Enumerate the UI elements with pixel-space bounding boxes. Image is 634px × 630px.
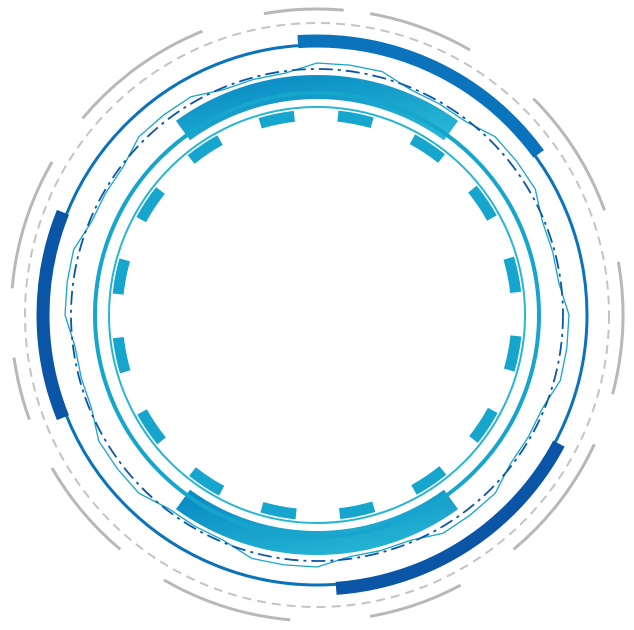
blue-thick-arc-top-right [297,34,544,158]
outer-gray-arc [81,29,203,120]
inner-segment [338,501,376,520]
inner-segment [189,467,225,496]
outer-gray-arc [10,161,54,289]
cyan-ring-outer [93,91,541,539]
inner-segment [258,110,296,129]
inner-segment [503,256,522,294]
outer-gray-arc [50,467,122,551]
blue-thick-arc-left [36,209,69,421]
cyan-ring-inner [108,106,526,524]
outer-gray-arc [512,443,596,551]
outer-gray-arc [369,583,462,618]
circuit-outline [64,62,570,568]
outer-gray-arc [12,357,31,421]
dash-dot-ring [70,68,564,562]
blue-thick-arc-bottom-right [335,440,565,595]
inner-segment [136,187,165,223]
cyan-thick-arc-top [175,75,459,141]
cyan-thick-arc-bottom [175,489,459,555]
inner-segment [187,135,223,164]
inner-segment [411,466,447,495]
inner-segment [112,258,131,295]
inner-segment [409,134,445,163]
blue-main-ring [45,43,589,587]
outer-gray-arc [163,578,291,622]
gray-dashed-ring [24,22,610,608]
inner-segment [112,336,131,374]
outer-gray-arc [532,97,606,211]
inner-segment [337,110,374,129]
inner-segment [469,407,498,443]
outer-gray-arc [369,12,471,52]
inner-segment [468,185,497,221]
outer-gray-arc [263,7,344,16]
inner-segment [503,335,522,372]
inner-segment [137,409,166,445]
inner-segment [260,501,297,520]
outer-gray-arc [611,261,625,395]
